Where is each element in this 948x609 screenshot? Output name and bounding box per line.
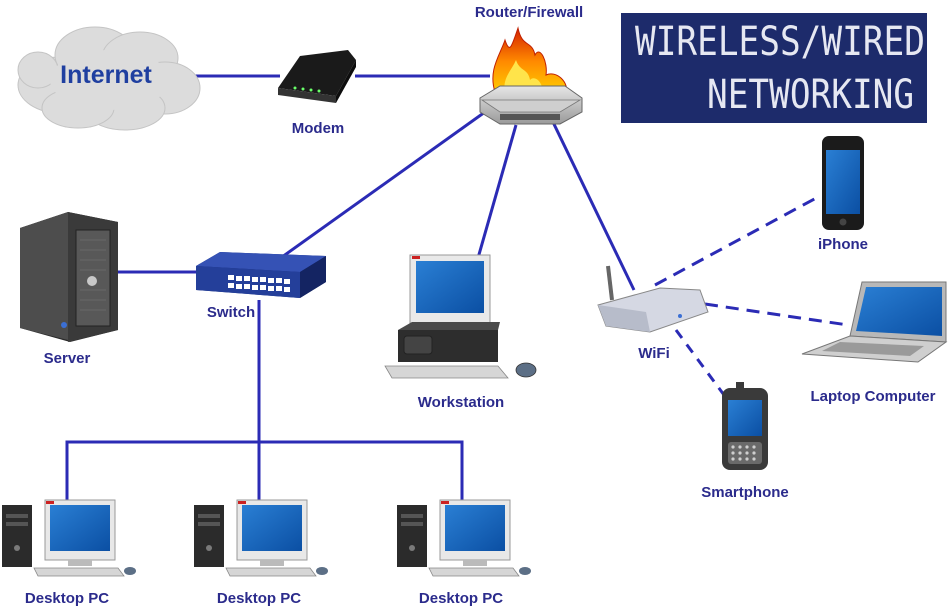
desktop-pc-label-3: Desktop PC bbox=[418, 590, 504, 607]
title-line-1: WIRELESS/WIRED bbox=[635, 19, 925, 65]
iphone-icon bbox=[822, 136, 864, 230]
router-firewall-icon bbox=[479, 26, 583, 125]
smartphone-icon bbox=[722, 382, 768, 470]
link-switch-desktops bbox=[65, 440, 464, 505]
title-line-2: NETWORKING bbox=[707, 72, 915, 118]
wifi-label: WiFi bbox=[638, 345, 670, 362]
switch-label: Switch bbox=[206, 304, 256, 321]
laptop-label: Laptop Computer bbox=[810, 388, 936, 405]
server-icon bbox=[20, 212, 118, 342]
internet-label: Internet bbox=[60, 61, 152, 89]
laptop-icon bbox=[801, 281, 948, 363]
desktop-pc-icon-3 bbox=[397, 499, 531, 577]
switch-icon bbox=[196, 252, 326, 298]
workstation-label: Workstation bbox=[417, 394, 505, 411]
title-banner: WIRELESS/WIRED NETWORKING bbox=[621, 13, 927, 123]
link-wifi-laptop bbox=[704, 302, 849, 327]
desktop-pc-icon-1 bbox=[2, 499, 136, 577]
server-label: Server bbox=[43, 350, 91, 367]
link-router-workstation bbox=[476, 124, 518, 259]
modem-label: Modem bbox=[291, 120, 345, 137]
workstation-icon bbox=[384, 254, 537, 379]
link-router-wifi bbox=[550, 119, 636, 291]
links bbox=[65, 74, 849, 505]
desktop-pc-label-2: Desktop PC bbox=[216, 590, 302, 607]
internet-cloud-icon bbox=[17, 26, 201, 131]
smartphone-label: Smartphone bbox=[701, 484, 789, 501]
modem-icon bbox=[278, 50, 356, 103]
link-wifi-iphone bbox=[654, 195, 819, 287]
link-wifi-smartphone bbox=[674, 329, 726, 396]
iphone-label: iPhone bbox=[817, 236, 869, 253]
router-label: Router/Firewall bbox=[474, 4, 584, 21]
desktop-pc-icon-2 bbox=[194, 499, 328, 577]
wifi-access-point-icon bbox=[597, 265, 709, 333]
desktop-pc-label-1: Desktop PC bbox=[24, 590, 110, 607]
link-router-switch bbox=[281, 110, 486, 259]
